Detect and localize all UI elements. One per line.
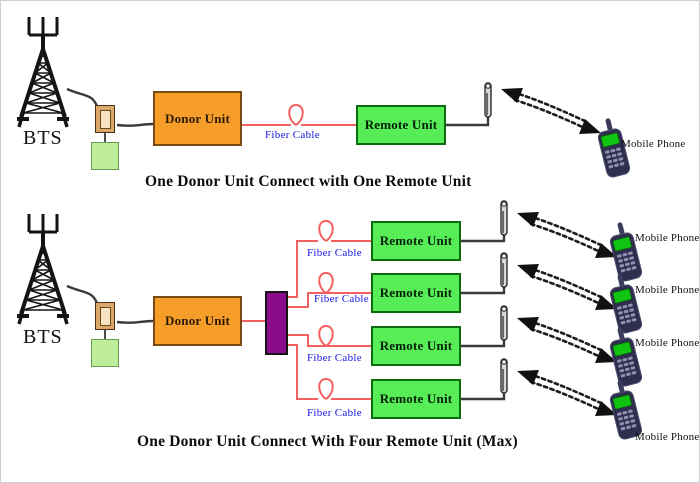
fiber-cable-label-branch-2: Fiber Cable	[314, 293, 369, 305]
mobile-phone-label-branch-2: Mobile Phone	[635, 284, 700, 296]
remote-unit-branch-2[interactable]: Remote Unit	[371, 273, 461, 313]
bts-label-top: BTS	[23, 127, 63, 149]
bts-coupler-bottom	[95, 302, 115, 330]
bts-coupler-top	[95, 105, 115, 133]
remote-unit-top[interactable]: Remote Unit	[356, 105, 446, 145]
caption-bottom: One Donor Unit Connect With Four Remote …	[137, 433, 518, 450]
donor-unit-top[interactable]: Donor Unit	[153, 91, 242, 146]
fiber-cable-label-branch-3: Fiber Cable	[307, 352, 362, 364]
mobile-phone-label-branch-4: Mobile Phone	[635, 431, 700, 443]
mobile-phone-label-branch-3: Mobile Phone	[635, 337, 700, 349]
remote-unit-branch-1[interactable]: Remote Unit	[371, 221, 461, 261]
fiber-cable-label-top: Fiber Cable	[265, 129, 320, 141]
bts-cabinet-bottom	[91, 339, 119, 367]
bts-cabinet-top	[91, 142, 119, 170]
fiber-cable-label-branch-1: Fiber Cable	[307, 247, 362, 259]
fiber-cable-label-branch-4: Fiber Cable	[307, 407, 362, 419]
mobile-phone-label-top: Mobile Phone	[621, 138, 686, 150]
bts-label-bottom: BTS	[23, 326, 63, 348]
remote-unit-branch-4[interactable]: Remote Unit	[371, 379, 461, 419]
donor-unit-bottom[interactable]: Donor Unit	[153, 296, 242, 346]
caption-top: One Donor Unit Connect with One Remote U…	[145, 173, 472, 190]
mobile-phone-label-branch-1: Mobile Phone	[635, 232, 700, 244]
optical-splitter[interactable]	[265, 291, 288, 355]
remote-unit-branch-3[interactable]: Remote Unit	[371, 326, 461, 366]
